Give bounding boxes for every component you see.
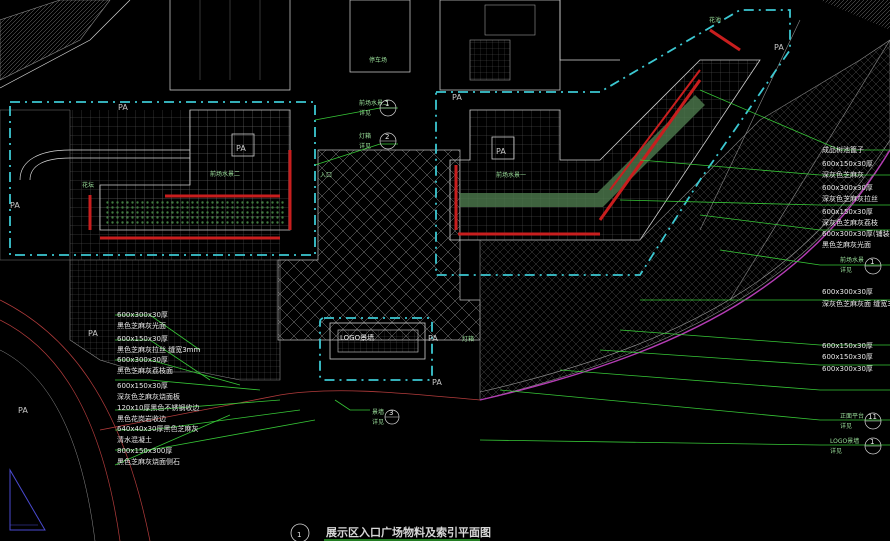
svg-text:详见: 详见 [840,422,852,430]
svg-text:详见: 详见 [830,447,842,455]
title-index: 1 [297,531,301,539]
pa-label: PA [496,147,506,156]
right-callout-a: 前场水景 详见 1 [840,256,882,275]
center-callout-2: 灯箱 详见 2 [359,132,397,150]
note: 深灰色芝麻灰荔枝 [822,218,878,227]
pa-label: PA [118,103,128,112]
pa-label: PA [88,329,98,338]
svg-text:1: 1 [870,438,874,446]
pa-label: PA [236,144,246,153]
note: 深灰色芝麻灰 [822,170,864,179]
note: 黑色芝麻灰荔枝面 [117,366,173,375]
note: 600x150x30厚 [117,382,168,390]
right-notes-top: 成品树池篦子 600x150x30厚 深灰色芝麻灰 600x300x30厚 深灰… [822,145,890,249]
svg-text:3: 3 [389,409,393,417]
note: 深灰色芝麻灰烧面板 [117,392,180,401]
svg-text:详见: 详见 [359,142,371,150]
svg-text:详见: 详见 [840,266,852,274]
right-callout-b: 正面平台 详见 11 [840,412,882,430]
note: 600x300x30厚 [822,184,873,192]
drawing-title-block: 1 展示区入口广场物料及索引平面图 [290,523,491,541]
cyan-boundaries [9,9,791,381]
svg-text:灯箱: 灯箱 [359,132,371,140]
svg-text:11: 11 [868,413,877,421]
left-small-tag: 花坛 [82,181,94,189]
right-callout-c: LOGO景墙 详见 1 [830,437,882,455]
right-planter [449,28,761,241]
note: 600x300x30厚 [822,365,873,373]
building-top [169,0,620,91]
pa-label: PA [774,43,784,52]
inline-labels: LOGO景墙 停车场 前场水景二 前场水景一 花坛 花池 入口 灯箱 [82,16,721,343]
pa-label: PA [452,93,462,102]
svg-text:详见: 详见 [372,418,384,426]
note: 600x300x30厚 [822,288,873,296]
entry-label: 入口 [320,172,332,179]
pa-label: PA [10,201,20,210]
bottom-center-callout: 景墙 详见 3 [372,408,400,426]
lamp-label: 灯箱 [462,335,474,343]
left-block-label: 前场水景二 [210,170,240,178]
bottom-left-roads [0,299,481,541]
right-notes-low: 600x150x30厚 600x150x30厚 600x300x30厚 [822,342,873,373]
note: 600x150x30厚 [822,342,873,350]
pa-label: PA [18,406,28,415]
note: 600x150x30厚 [822,353,873,361]
svg-text:2: 2 [385,133,389,141]
note: 120x10厚黑色不锈钢收边 [117,403,199,412]
top-label: 停车场 [369,56,387,64]
note: 黑色芝麻灰拉丝 缝宽3mm [117,345,200,354]
center-callout-1: 前场水景二 详见 1 [359,99,397,117]
note: 深灰色芝麻灰拉丝 [822,194,878,203]
svg-text:1: 1 [385,100,389,108]
logo-wall [329,322,426,360]
note: 深灰色芝麻灰面 缝宽3mm [822,299,890,308]
note: 640x40x30厚黑色芝麻灰 [117,424,198,433]
note: 600x150x30厚 [117,335,168,343]
note: 黑色花岗岩收边 [117,414,166,423]
note: 黑色芝麻灰光面 [822,240,871,249]
top-right-small: 花池 [709,16,721,24]
note: 600x300x30厚 [117,356,168,364]
note: 黑色芝麻灰烧面侧石 [117,457,180,466]
right-notes-mid: 600x300x30厚 深灰色芝麻灰面 缝宽3mm [822,288,890,308]
note: 800x150x300厚 [117,447,172,455]
svg-text:详见: 详见 [359,109,371,117]
note: 黑色芝麻灰光面 [117,321,166,330]
svg-text:前场水景二: 前场水景二 [359,99,389,107]
svg-text:景墙: 景墙 [372,408,384,416]
right-block-label: 前场水景一 [496,171,526,179]
svg-text:正面平台: 正面平台 [840,412,864,420]
svg-text:1: 1 [870,258,874,266]
leader-lines [114,89,890,466]
left-planter [19,109,292,240]
note: 600x300x30厚 [117,311,168,319]
drawing-title: 展示区入口广场物料及索引平面图 [325,525,491,539]
note: 600x150x30厚 [822,208,873,216]
svg-text:LOGO景墙: LOGO景墙 [830,437,859,445]
svg-text:前场水景: 前场水景 [840,256,864,264]
left-notes: 600x300x30厚 黑色芝麻灰光面 600x150x30厚 黑色芝麻灰拉丝 … [117,311,200,466]
pa-label: PA [432,378,442,387]
note: 600x300x30厚(铺装一期) [822,229,890,238]
pa-label: PA [428,334,438,343]
pa-labels: PA PA PA PA PA PA PA PA PA PA [10,43,784,415]
top-left-road [0,0,131,89]
note: 清水混凝土 [117,435,152,444]
logo-wall-label: LOGO景墙 [340,333,374,342]
note: 成品树池篦子 [822,145,864,154]
note: 600x150x30厚 [822,160,873,168]
